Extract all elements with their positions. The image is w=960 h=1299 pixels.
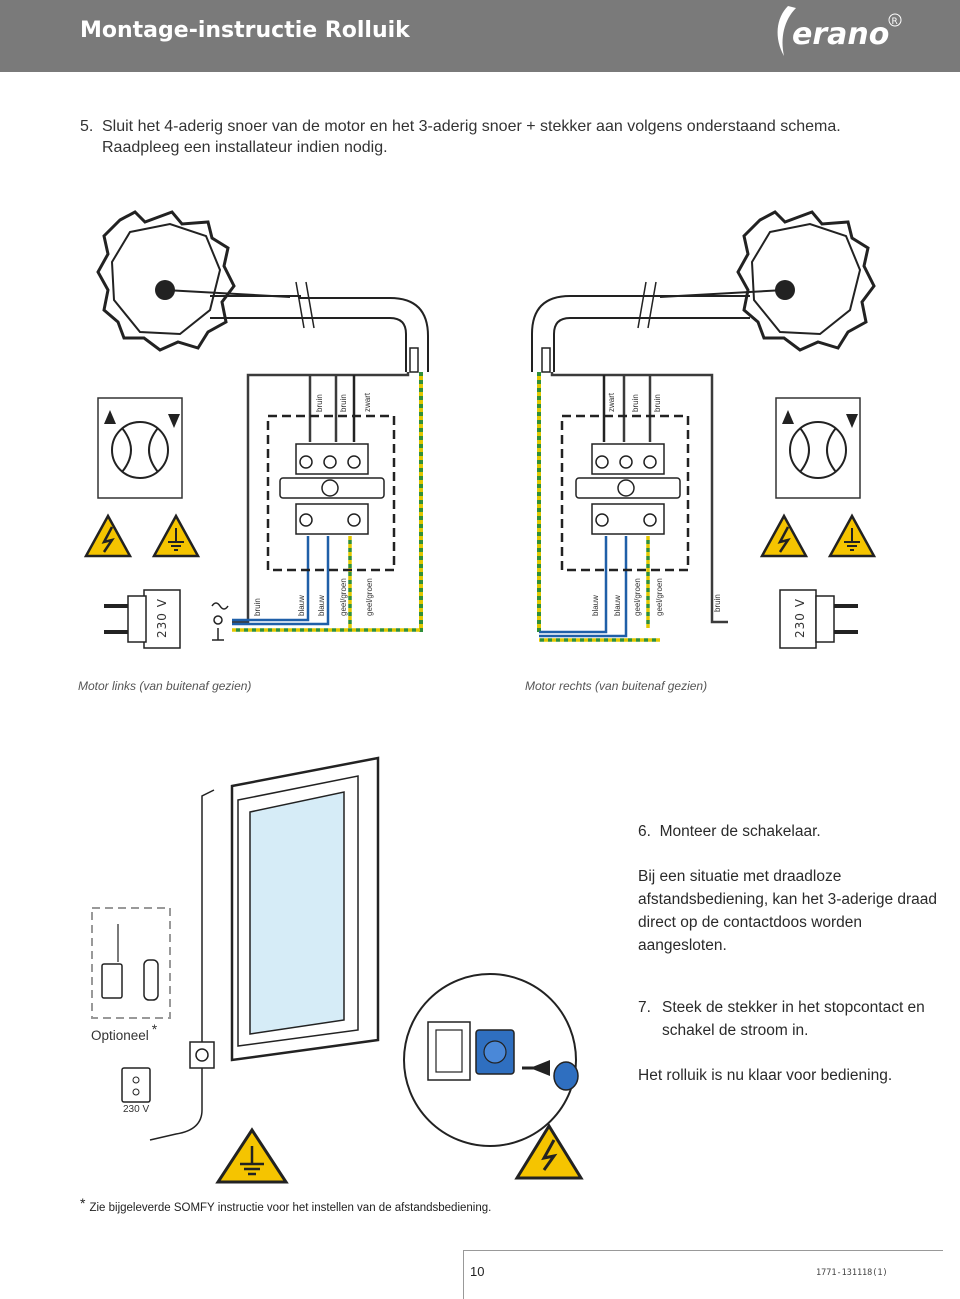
remote-holder-icon	[101, 963, 123, 999]
optional-star: *	[151, 1021, 158, 1037]
right-motor-caption: Motor rechts (van buitenaf gezien)	[525, 679, 708, 693]
right-terminal-block	[575, 443, 681, 535]
left-bottom-label-5: geel/groen	[365, 578, 374, 616]
left-switch-box	[266, 414, 396, 572]
footer-divider	[463, 1250, 943, 1251]
left-bottom-label-4: geel/groen	[339, 578, 348, 616]
right-electric-warning-icon	[759, 513, 809, 558]
page-number: 10	[470, 1264, 485, 1279]
left-cable-bend	[210, 281, 429, 373]
right-bottom-label-3: geel/groen	[633, 578, 642, 616]
right-ground-warning-icon	[827, 513, 877, 558]
left-wires	[232, 372, 423, 632]
document-title: Montage-instructie Rolluik	[80, 18, 410, 43]
left-plug: 230 V	[104, 589, 229, 649]
wall-switch	[189, 1041, 215, 1069]
step-5-text: Sluit het 4-aderig snoer van de motor en…	[102, 118, 841, 156]
svg-text:erano: erano	[792, 17, 889, 52]
left-electric-warning-icon	[83, 513, 133, 558]
step-6-block: 6. Monteer de schakelaar. Bij een situat…	[638, 820, 938, 957]
right-motor	[659, 210, 876, 352]
step-5-number: 5.	[80, 118, 94, 135]
step-6-title-text: Monteer de schakelaar.	[659, 823, 821, 840]
right-top-label-1: zwart	[607, 392, 616, 412]
bottom-electric-warning-icon	[514, 1123, 584, 1180]
right-top-wire-labels: zwart bruin bruin	[607, 392, 662, 412]
left-bottom-label-3: blauw	[317, 595, 326, 616]
footer-divider-vertical	[463, 1250, 464, 1299]
right-bottom-label-2: blauw	[613, 595, 622, 616]
step-5-instruction: 5. Sluit het 4-aderig snoer van de motor…	[80, 116, 900, 158]
left-ground-warning-icon	[151, 513, 201, 558]
left-voltage-label: 230 V	[155, 598, 169, 638]
switch-knob	[553, 1061, 579, 1091]
step-6-number: 6.	[638, 823, 651, 840]
right-cable-bend	[531, 281, 750, 373]
wiring-diagram: 230 V bruin bruin zwart bruin blauw blau…	[83, 210, 877, 649]
step-7-number: 7.	[638, 999, 651, 1016]
left-top-label-3: zwart	[363, 392, 372, 412]
left-bottom-label-2: blauw	[297, 595, 306, 616]
step-7-text: Steek de stekker in het stopcontact en s…	[662, 999, 925, 1039]
step-7-block: 7. Steek de stekker in het stopcontact e…	[638, 996, 938, 1087]
right-top-label-2: bruin	[631, 394, 640, 412]
right-wires	[537, 372, 728, 642]
left-motor	[96, 210, 291, 352]
right-bottom-wire-labels: blauw blauw geel/groen geel/groen bruin	[591, 578, 722, 616]
left-bottom-wire-labels: bruin blauw blauw geel/groen geel/groen	[253, 578, 374, 616]
bottom-ground-warning-icon	[215, 1127, 289, 1184]
right-top-label-3: bruin	[653, 394, 662, 412]
document-code: 1771-131118(1)	[816, 1268, 888, 1278]
optional-box	[91, 907, 171, 1019]
step-6-paragraph: Bij een situatie met draadloze afstandsb…	[638, 868, 938, 954]
step-6-title: 6. Monteer de schakelaar.	[638, 820, 938, 843]
page-header: Montage-instructie Rolluik erano R	[0, 0, 960, 72]
footnote-text: Zie bijgeleverde SOMFY instructie voor h…	[89, 1202, 492, 1214]
footnote: *Zie bijgeleverde SOMFY instructie voor …	[80, 1195, 492, 1214]
optional-label: Optioneel*	[91, 1021, 157, 1043]
right-bottom-label-5: bruin	[713, 594, 722, 612]
left-top-wire-labels: bruin bruin zwart	[315, 392, 372, 412]
left-bottom-label-1: bruin	[253, 598, 262, 616]
remote-control-icon	[143, 959, 159, 1001]
socket-voltage-label: 230 V	[123, 1104, 150, 1115]
socket-icon	[121, 1067, 151, 1103]
footnote-star: *	[80, 1195, 86, 1211]
left-top-label-2: bruin	[339, 394, 348, 412]
left-switch-dial	[97, 397, 183, 499]
right-plug: 230 V	[779, 589, 858, 649]
right-switch-box	[560, 414, 690, 572]
right-bottom-label-1: blauw	[591, 595, 600, 616]
left-top-label-1: bruin	[315, 394, 324, 412]
left-motor-caption: Motor links (van buitenaf gezien)	[78, 679, 252, 693]
step-7-instruction: 7. Steek de stekker in het stopcontact e…	[638, 996, 938, 1042]
left-terminal-block	[279, 443, 385, 535]
svg-text:R: R	[892, 17, 898, 27]
window-illustration	[91, 756, 584, 1184]
right-switch-dial	[775, 397, 861, 499]
verano-logo: erano R	[777, 6, 902, 56]
right-bottom-label-4: geel/groen	[655, 578, 664, 616]
step-7-closing: Het rolluik is nu klaar voor bediening.	[638, 1067, 893, 1084]
right-voltage-label: 230 V	[793, 598, 807, 638]
optional-text: Optioneel	[91, 1028, 149, 1043]
